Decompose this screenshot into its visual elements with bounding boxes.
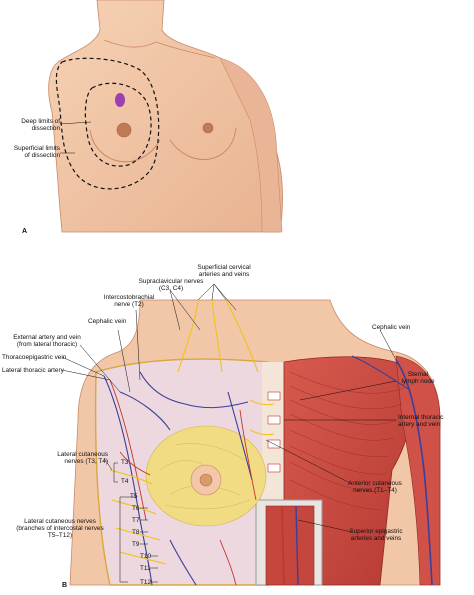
lateral-cutaneous-lower-label-line1: Lateral cutaneous nerves	[24, 518, 96, 525]
superior-epigastric-vein	[295, 505, 299, 586]
right-shoulder-a	[219, 57, 283, 233]
external-artery-label-line1: External artery and vein	[13, 334, 81, 341]
panel-a-letter: A	[22, 228, 28, 235]
superficial-veins	[103, 355, 411, 586]
segment-label-t10: T10	[140, 553, 152, 560]
cutaneous-nerves	[109, 299, 275, 565]
cephalic-vein-right	[395, 359, 433, 586]
panel-b-illustration	[61, 283, 441, 586]
anterior-cutaneous-label-line1: Anterior cutaneous	[348, 480, 402, 487]
superficial-cervical-label-line1: Superficial cervical	[197, 264, 251, 271]
thoracoepigastric-label: Thoracoepigastric vein	[2, 354, 67, 361]
superior-epigastric-label-line1: Superior epigastric	[349, 528, 403, 535]
cephalic-vein-right-label: Cephalic vein	[372, 324, 411, 331]
sternal-lymph-label-line2: lymph node	[401, 378, 435, 385]
lesion-marker	[115, 93, 125, 107]
segment-label-t9: T9	[132, 541, 140, 548]
intercostobrachial-label-line1: Intercostobrachial	[103, 294, 155, 301]
lateral-cutaneous-lower-label-line3: T5–T12)	[47, 532, 73, 539]
clavicle-line-a2	[155, 41, 216, 59]
deep-limits-label-line2: dissection	[31, 125, 60, 132]
segment-label-t4: T4	[121, 478, 129, 485]
segment-label-t12: T12	[140, 579, 152, 586]
segment-label-t7: T7	[132, 517, 140, 524]
lateral-cutaneous-upper-label-line1: Lateral cutaneous	[57, 451, 108, 458]
nipple-b	[199, 473, 213, 487]
anterior-cutaneous-label-line2: nerves (T1–T4)	[353, 487, 397, 494]
right-nipple-a	[202, 122, 214, 134]
panel-a-illustration	[48, 0, 283, 233]
superficial-limits-label-line1: Superficial limits	[13, 145, 60, 152]
intercostobrachial-label-line2: nerve (T2)	[114, 301, 144, 308]
sternal-lymph-label-line1: Sternal	[407, 371, 429, 378]
lateral-cutaneous-upper-label-line2: nerves (T3, T4)	[64, 458, 108, 465]
deep-limits-label-line1: Deep limits of	[21, 118, 60, 125]
supraclavicular-label-line2: (C3, C4)	[158, 285, 184, 292]
segment-label-t5: T5	[130, 493, 138, 500]
lateral-thoracic-label: Lateral thoracic artery	[2, 367, 64, 374]
cephalic-vein-left-label: Cephalic vein	[88, 318, 127, 325]
muscle-fibers	[289, 371, 405, 511]
panel-b-letter: B	[62, 582, 68, 589]
segment-label-t8: T8	[132, 529, 140, 536]
segment-ticks	[128, 496, 158, 583]
superior-epigastric-label-line2: arteries and veins	[350, 535, 402, 542]
superficial-cervical-label-line2: arteries and veins	[198, 271, 250, 278]
superficial-arteries	[109, 379, 257, 586]
superficial-limits-label-line2: of dissection	[24, 152, 60, 159]
clavicle-line-a	[103, 39, 157, 48]
right-breast-a	[169, 127, 237, 160]
supraclavicular-label-line1: Supraclavicular nerves	[138, 278, 204, 285]
deep-limits-outline	[84, 82, 152, 167]
internal-thoracic-label-line1: Internal thoracic	[398, 414, 444, 421]
segment-label-t3: T3	[121, 459, 129, 466]
superior-epigastric-artery	[281, 505, 285, 586]
external-artery-label-line2: (from lateral thoracic)	[16, 341, 78, 348]
segment-label-t11: T11	[140, 565, 151, 572]
bracket-t3-t4	[113, 462, 118, 483]
internal-thoracic-label-line2: artery and vein	[398, 421, 441, 428]
left-breast-a	[89, 129, 161, 163]
panel-b-leader-lines	[61, 283, 397, 533]
segment-label-t6: T6	[132, 505, 140, 512]
deep-limits-leader	[59, 121, 92, 125]
bracket-t5-t12	[119, 496, 128, 583]
torso-skin-a	[48, 0, 283, 233]
left-nipple-a	[116, 122, 132, 138]
lateral-cutaneous-lower-label-line2: (branches of intercostal nerves	[16, 525, 104, 532]
rectus-muscle	[265, 505, 315, 586]
superficial-limits-outline	[55, 57, 160, 190]
